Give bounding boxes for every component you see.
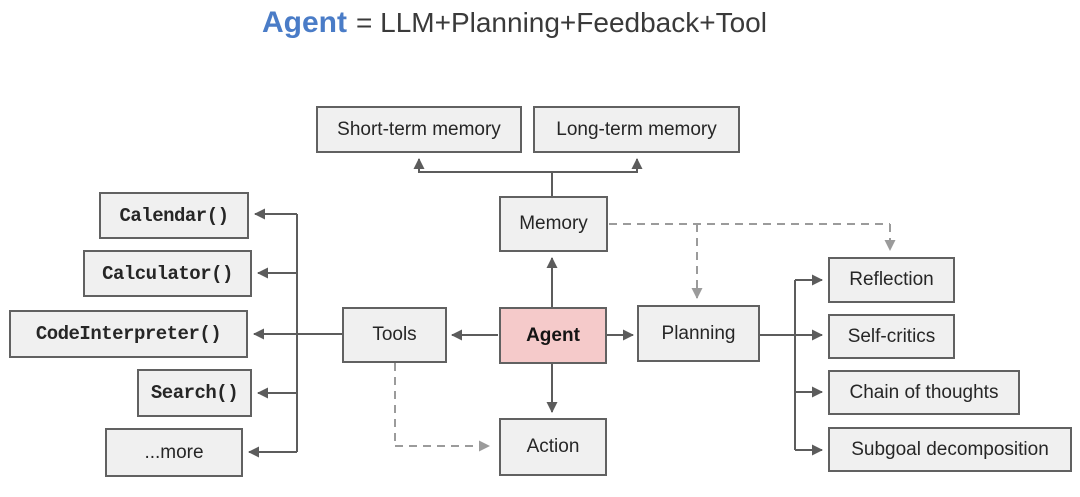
node-chain-of-thoughts: Chain of thoughts [828,370,1020,415]
node-agent: Agent [499,307,607,364]
node-calculator: Calculator() [83,250,252,297]
node-memory: Memory [499,196,608,252]
node-short-term-memory: Short-term memory [316,106,522,153]
node-long-term-memory: Long-term memory [533,106,740,153]
node-planning: Planning [637,305,760,362]
node-reflection: Reflection [828,257,955,303]
diagram-title: Agent = LLM+Planning+Feedback+Tool [262,6,767,40]
title-equation: = LLM+Planning+Feedback+Tool [356,7,767,38]
node-more: ...more [105,428,243,477]
node-subgoal-decomposition: Subgoal decomposition [828,427,1072,472]
node-self-critics: Self-critics [828,314,955,359]
node-code-interpreter: CodeInterpreter() [9,310,248,358]
node-action: Action [499,418,607,476]
title-agent-term: Agent [262,6,347,39]
node-tools: Tools [342,307,447,363]
node-calendar: Calendar() [99,192,249,239]
node-search: Search() [137,369,252,417]
